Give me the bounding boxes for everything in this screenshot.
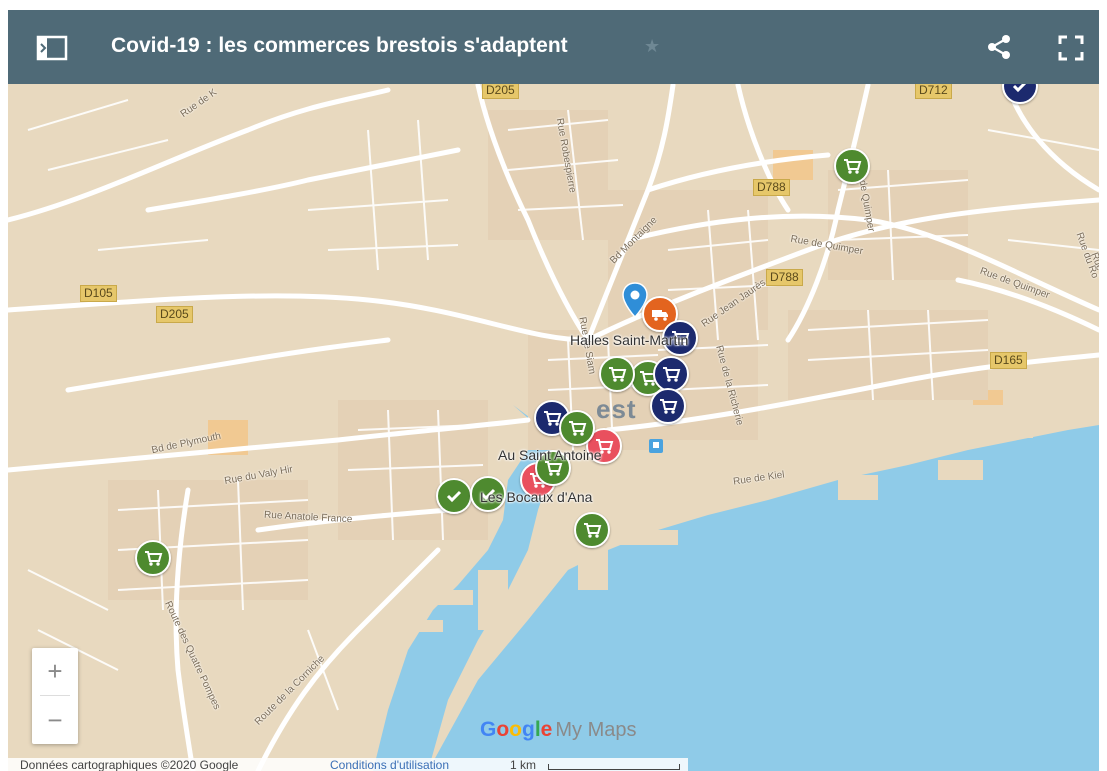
map-title: Covid-19 : les commerces brestois s'adap… <box>111 34 568 57</box>
marker-truck-orange[interactable] <box>642 296 678 332</box>
harbor-piers <box>408 428 1033 632</box>
poi-label[interactable]: Les Bocaux d'Ana <box>480 489 593 505</box>
road-shield: D788 <box>766 269 803 286</box>
road-shield: D788 <box>753 179 790 196</box>
city-label: est <box>596 394 637 424</box>
road-shield: D712 <box>915 82 952 99</box>
google-logo-letter: l <box>534 718 541 741</box>
google-logo-letter: o <box>509 718 522 741</box>
google-logo-letter: g <box>522 718 535 741</box>
legend-toggle-icon[interactable] <box>36 34 68 62</box>
scale-label: 1 km <box>510 758 537 771</box>
map-canvas[interactable] <box>8 10 1099 771</box>
road-shield: D105 <box>80 285 117 302</box>
location-pin-icon[interactable] <box>622 282 648 319</box>
cart-icon <box>844 159 862 174</box>
map-data-attribution: Données cartographiques ©2020 Google <box>20 758 239 771</box>
marker-cart-green[interactable] <box>599 356 635 392</box>
map-frame: Covid-19 : les commerces brestois s'adap… <box>8 10 1099 771</box>
star-icon[interactable]: ★ <box>644 36 661 56</box>
cart-icon <box>145 551 163 566</box>
poi-label[interactable]: Halles Saint-Martin <box>570 332 689 348</box>
marker-cart-green[interactable] <box>135 540 171 576</box>
map-header: Covid-19 : les commerces brestois s'adap… <box>8 10 1099 84</box>
zoom-out-button[interactable]: − <box>32 697 78 744</box>
water-estuary <box>373 405 553 771</box>
cart-icon <box>609 367 627 382</box>
share-icon[interactable] <box>986 33 1012 61</box>
marker-cart-navy[interactable] <box>662 320 698 356</box>
check-icon <box>480 488 496 501</box>
google-logo-letter: o <box>496 718 510 741</box>
cart-icon <box>663 367 681 382</box>
cart-icon <box>569 421 587 436</box>
truck-icon <box>652 310 668 321</box>
cart-icon <box>545 461 563 476</box>
water-bay <box>428 425 1099 771</box>
cart-icon <box>672 331 690 346</box>
marker-check-green[interactable] <box>470 476 506 512</box>
poi-label[interactable]: Au Saint Antoine <box>498 447 602 463</box>
road-shield: D165 <box>990 352 1027 369</box>
zoom-divider <box>40 695 70 696</box>
cart-icon <box>660 399 678 414</box>
minus-icon: − <box>47 705 63 735</box>
marker-cart-navy[interactable] <box>650 388 686 424</box>
terms-link[interactable]: Conditions d'utilisation <box>330 758 450 771</box>
cart-icon <box>544 411 562 426</box>
google-logo-letter: e <box>540 718 553 741</box>
tram-station-icon <box>649 439 663 453</box>
marker-cart-green[interactable] <box>535 450 571 486</box>
google-logo-letter: G <box>480 718 497 741</box>
marker-cart-green[interactable] <box>559 410 595 446</box>
check-icon <box>1012 80 1028 93</box>
marker-check-green[interactable] <box>436 478 472 514</box>
marker-cart-green[interactable] <box>574 512 610 548</box>
zoom-control: + − <box>32 648 78 744</box>
marker-cart-navy[interactable] <box>653 356 689 392</box>
check-icon <box>446 490 462 503</box>
attribution-bar: Données cartographiques ©2020 Google Con… <box>8 758 688 771</box>
road-shield: D205 <box>156 306 193 323</box>
scale-bar <box>548 764 680 770</box>
cart-icon <box>584 523 602 538</box>
plus-icon: + <box>47 656 63 686</box>
road-shield: D205 <box>482 82 519 99</box>
zoom-in-button[interactable]: + <box>32 648 78 695</box>
cart-icon <box>596 439 614 454</box>
fullscreen-icon[interactable] <box>1057 34 1085 62</box>
google-logo-text: Google <box>480 718 552 741</box>
my-maps-text: My Maps <box>555 719 637 741</box>
marker-cart-green[interactable] <box>834 148 870 184</box>
